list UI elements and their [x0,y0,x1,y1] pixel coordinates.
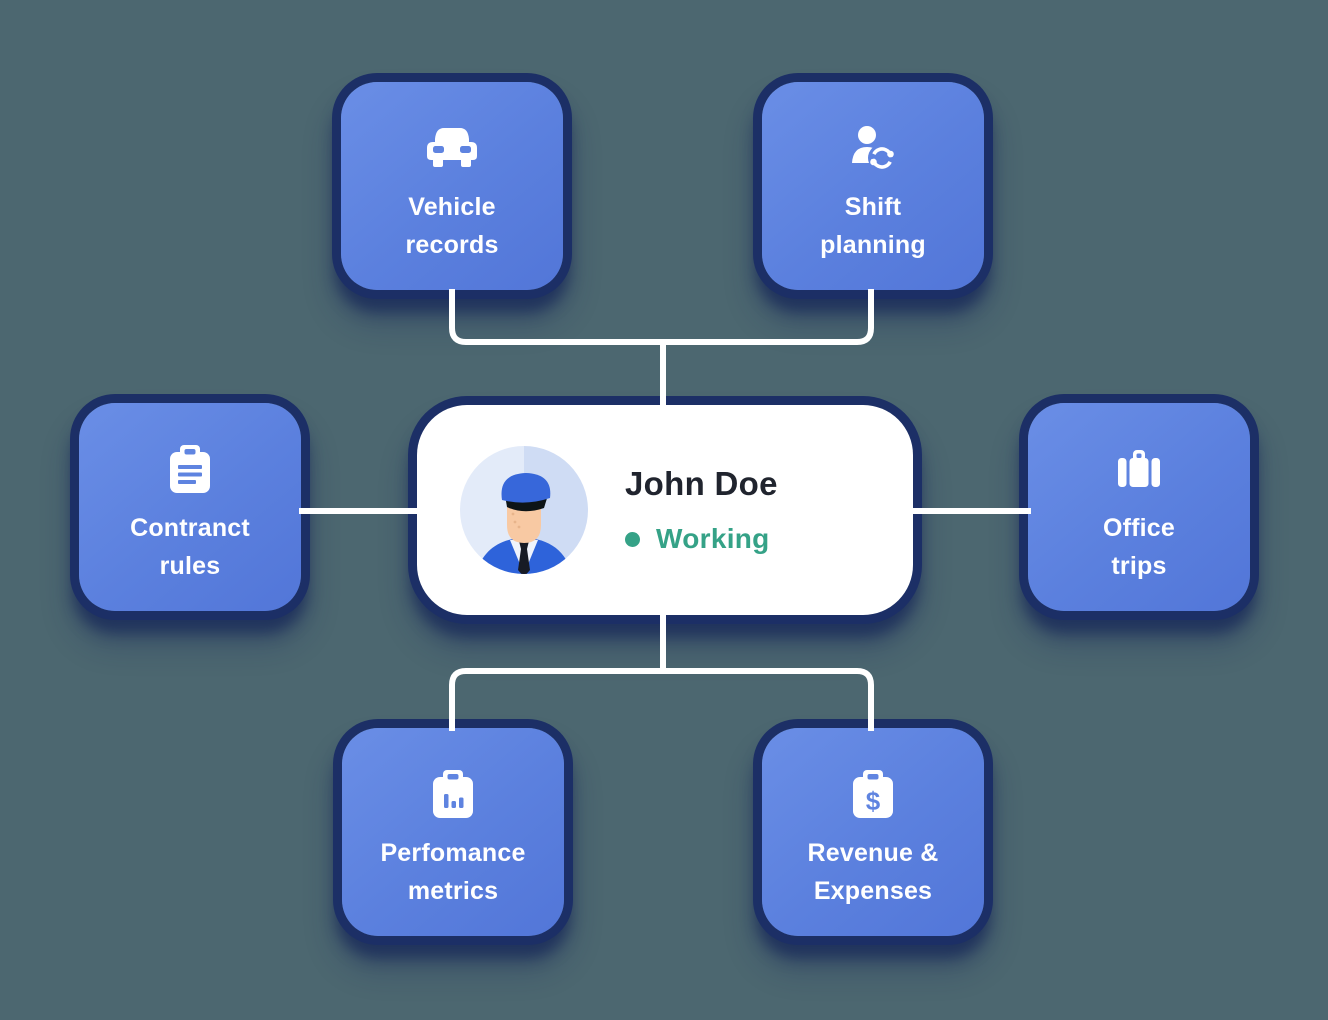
suitcase-icon [1116,443,1162,495]
node-vehicle-records[interactable]: Vehicle records [341,82,563,290]
node-office-trips[interactable]: Office trips [1028,403,1250,611]
node-label: Vehicle records [405,193,499,259]
node-label: Perfomance metrics [380,839,526,905]
connector-top [449,289,874,345]
node-label: Office trips [1102,514,1176,580]
node-shift-planning[interactable]: Shift planning [762,82,984,290]
status-row: Working [625,523,778,555]
status-label: Working [656,523,770,554]
driver-avatar [460,446,588,574]
status-dot-icon [625,531,640,547]
node-label: Revenue & Expenses [807,839,939,905]
connector-bottom [449,668,874,731]
person-sync-icon [848,122,898,174]
driver-profile-card[interactable]: John Doe Working [417,405,913,615]
car-icon [425,122,479,174]
clipboard-bar-chart-icon [431,768,475,820]
clipboard-lines-icon [168,443,212,495]
node-revenue-expenses[interactable]: $ Revenue & Expenses [762,728,984,936]
driver-info: John Doe Working [625,465,778,555]
node-contranct-rules[interactable]: Contranct rules [79,403,301,611]
node-label: Shift planning [820,193,926,259]
node-label: Contranct rules [130,514,250,580]
clipboard-dollar-icon: $ [851,768,895,820]
person-name: John Doe [625,465,778,502]
node-perfomance-metrics[interactable]: Perfomance metrics [342,728,564,936]
